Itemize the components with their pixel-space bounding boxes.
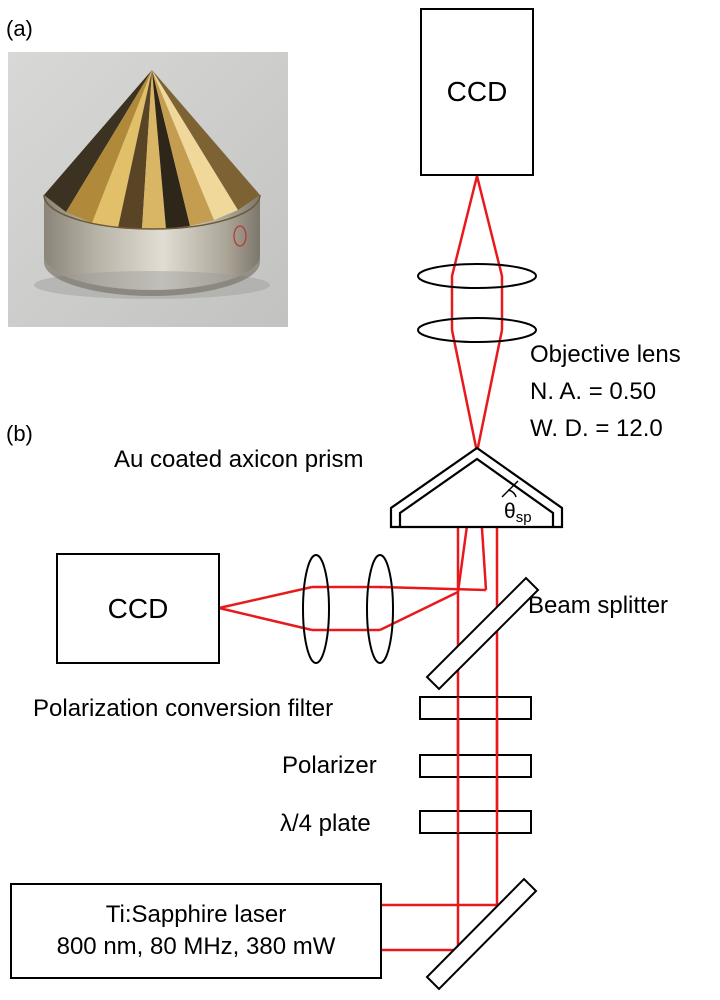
laser-box: Ti:Sapphire laser 800 nm, 80 MHz, 380 mW	[10, 883, 382, 979]
relay-lens-right	[366, 554, 394, 664]
beam-splitter-upper	[425, 576, 540, 691]
theta-sp-angle-marker	[501, 480, 519, 498]
ccd-top-label: CCD	[446, 76, 508, 107]
laser-name: Ti:Sapphire laser	[105, 901, 287, 928]
panel-label-b: (b)	[6, 421, 33, 446]
panel-label-a: (a)	[6, 16, 33, 41]
imaging-lens-upper	[417, 263, 537, 289]
beam-splitter-lower	[425, 877, 538, 991]
laser-spec: 800 nm, 80 MHz, 380 mW	[56, 933, 336, 960]
polarization-conversion-filter-plate	[419, 696, 532, 720]
quarter-wave-plate-label: λ/4 plate	[280, 810, 371, 837]
photo-shadow	[34, 271, 270, 299]
polarization-conversion-filter-label: Polarization conversion filter	[33, 695, 334, 722]
prism-base-edge	[44, 256, 260, 296]
working-distance-label: W. D. = 12.0	[530, 415, 663, 442]
polarizer-plate	[419, 754, 532, 778]
relay-lens-left	[302, 554, 330, 664]
ccd-top-box: CCD	[420, 8, 534, 176]
ccd-left-box: CCD	[56, 553, 220, 664]
theta-sp-label: θsp	[504, 500, 532, 526]
imaging-lens-lower	[417, 317, 537, 343]
ccd-left-label: CCD	[107, 592, 169, 624]
red-mark	[233, 225, 247, 247]
objective-lens-label: Objective lens	[530, 341, 681, 368]
prism-cone	[43, 70, 261, 230]
polarizer-label: Polarizer	[282, 752, 377, 779]
theta-subscript: sp	[515, 509, 532, 526]
theta-symbol: θ	[504, 500, 516, 523]
quarter-wave-plate	[419, 810, 532, 834]
beam-splitter-label: Beam splitter	[528, 592, 669, 619]
axicon-prism-label: Au coated axicon prism	[114, 446, 364, 473]
beam-through-plates	[456, 697, 499, 833]
axicon-prism-outline	[389, 446, 564, 529]
axicon-photo	[8, 52, 288, 327]
numerical-aperture-label: N. A. = 0.50	[530, 378, 657, 405]
